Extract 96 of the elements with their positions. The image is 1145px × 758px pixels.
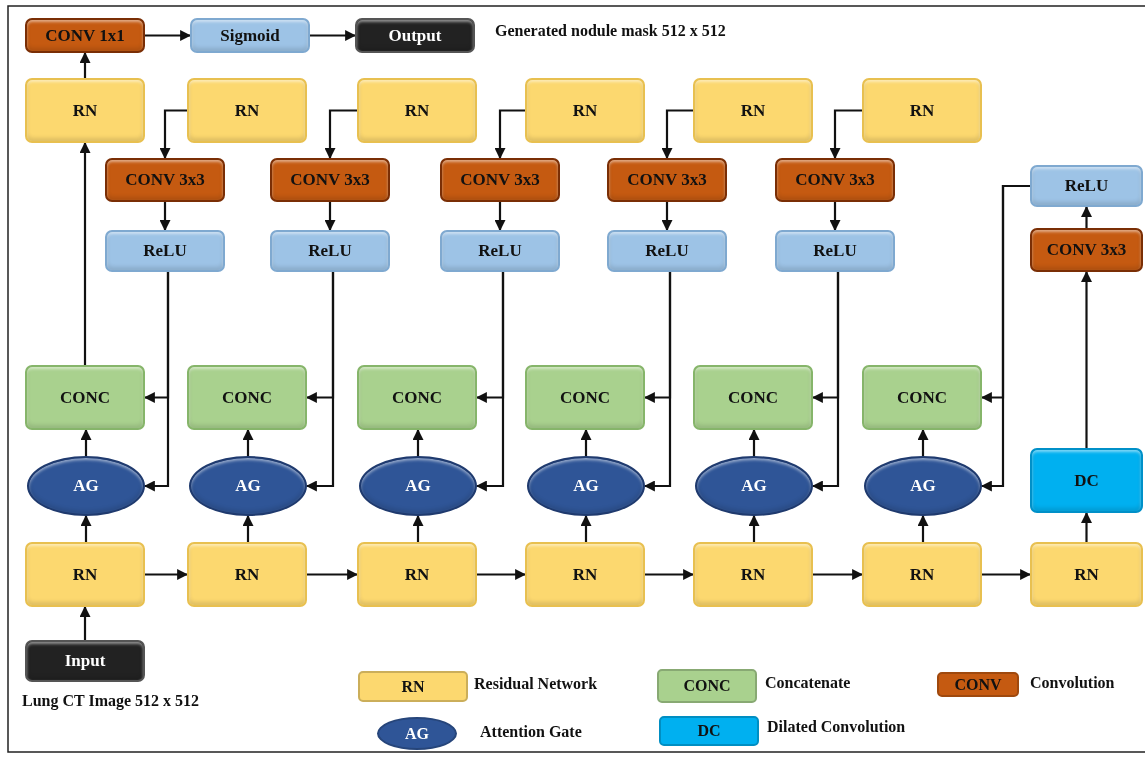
arrow xyxy=(412,428,424,456)
legend-label: Convolution xyxy=(1030,674,1115,692)
arrow xyxy=(1081,511,1092,542)
convolution-box: CONV 1x1 xyxy=(25,18,145,53)
terminal-box: Output xyxy=(355,18,475,53)
arrow xyxy=(811,272,840,492)
concatenate-box: CONC xyxy=(187,365,307,430)
arrow xyxy=(494,202,506,232)
attention-gate-ellipse: AG xyxy=(527,456,645,516)
concatenate-box: CONC xyxy=(862,365,982,430)
arrow xyxy=(980,184,1030,492)
arrow xyxy=(829,109,862,160)
activation-box: ReLU xyxy=(105,230,225,272)
residual-network-box: RN xyxy=(525,78,645,143)
arrow xyxy=(80,514,92,542)
arrow xyxy=(917,514,929,542)
arrow xyxy=(494,109,525,160)
arrow xyxy=(79,141,91,365)
arrow xyxy=(324,202,336,232)
residual-network-box: RN xyxy=(187,542,307,607)
activation-box: ReLU xyxy=(607,230,727,272)
arrow xyxy=(661,109,693,160)
arrow xyxy=(748,514,760,542)
convolution-box: CONV 3x3 xyxy=(105,158,225,202)
legend-label: Residual Network xyxy=(474,675,598,693)
convolution-box: CONV 3x3 xyxy=(1030,228,1143,272)
legend-swatch: AG xyxy=(377,717,457,750)
attention-gate-ellipse: AG xyxy=(695,456,813,516)
arrow xyxy=(829,202,841,232)
residual-network-box: RN xyxy=(25,78,145,143)
dilated-convolution-box: DC xyxy=(1030,448,1143,513)
concatenate-box: CONC xyxy=(525,365,645,430)
activation-box: ReLU xyxy=(270,230,390,272)
legend-swatch: CONC xyxy=(657,669,757,703)
arrow xyxy=(580,514,592,542)
residual-network-box: RN xyxy=(25,542,145,607)
activation-box: Sigmoid xyxy=(190,18,310,53)
arrow xyxy=(645,569,695,580)
residual-network-box: RN xyxy=(357,542,477,607)
arrow xyxy=(917,428,929,456)
arrow xyxy=(477,569,527,580)
arrow xyxy=(159,202,171,232)
residual-network-box: RN xyxy=(525,542,645,607)
arrow xyxy=(748,428,760,456)
attention-gate-ellipse: AG xyxy=(189,456,307,516)
arrow xyxy=(307,569,359,580)
legend-swatch: CONV xyxy=(937,672,1019,697)
arrow xyxy=(661,202,673,232)
residual-network-box: RN xyxy=(357,78,477,143)
convolution-box: CONV 3x3 xyxy=(440,158,560,202)
arrow xyxy=(580,428,592,456)
attention-gate-ellipse: AG xyxy=(27,456,145,516)
legend-swatch: RN xyxy=(358,671,468,702)
arrow xyxy=(79,51,91,78)
activation-box: ReLU xyxy=(775,230,895,272)
arrow xyxy=(982,569,1032,580)
residual-network-box: RN xyxy=(862,78,982,143)
attention-gate-ellipse: AG xyxy=(359,456,477,516)
activation-box: ReLU xyxy=(1030,165,1143,207)
residual-network-box: RN xyxy=(187,78,307,143)
concatenate-box: CONC xyxy=(357,365,477,430)
arrow xyxy=(159,109,187,160)
arrow xyxy=(1081,270,1092,448)
arrow xyxy=(1081,205,1092,228)
arrow xyxy=(145,569,189,580)
arrow xyxy=(412,514,424,542)
residual-network-box: RN xyxy=(862,542,982,607)
convolution-box: CONV 3x3 xyxy=(775,158,895,202)
arrow xyxy=(324,109,357,160)
activation-box: ReLU xyxy=(440,230,560,272)
node-caption: Lung CT Image 512 x 512 xyxy=(22,692,200,710)
residual-network-box: RN xyxy=(1030,542,1143,607)
arrow xyxy=(145,30,192,41)
arrow xyxy=(242,514,254,542)
residual-network-box: RN xyxy=(693,542,813,607)
arrow xyxy=(813,569,864,580)
arrow xyxy=(643,272,672,492)
legend-label: Concatenate xyxy=(765,674,851,692)
terminal-box: Input xyxy=(25,640,145,682)
convolution-box: CONV 3x3 xyxy=(270,158,390,202)
arrow xyxy=(475,272,505,492)
concatenate-box: CONC xyxy=(693,365,813,430)
legend-label: Dilated Convolution xyxy=(767,718,906,736)
arrow xyxy=(79,605,91,640)
arrow xyxy=(80,428,92,456)
legend-label: Attention Gate xyxy=(480,723,582,741)
node-caption: Generated nodule mask 512 x 512 xyxy=(495,22,726,40)
attention-gate-ellipse: AG xyxy=(864,456,982,516)
arrow xyxy=(305,272,335,492)
arrow xyxy=(242,428,254,456)
residual-network-box: RN xyxy=(693,78,813,143)
arrow xyxy=(143,272,170,492)
concatenate-box: CONC xyxy=(25,365,145,430)
legend-swatch: DC xyxy=(659,716,759,746)
arrow xyxy=(310,30,357,41)
convolution-box: CONV 3x3 xyxy=(607,158,727,202)
